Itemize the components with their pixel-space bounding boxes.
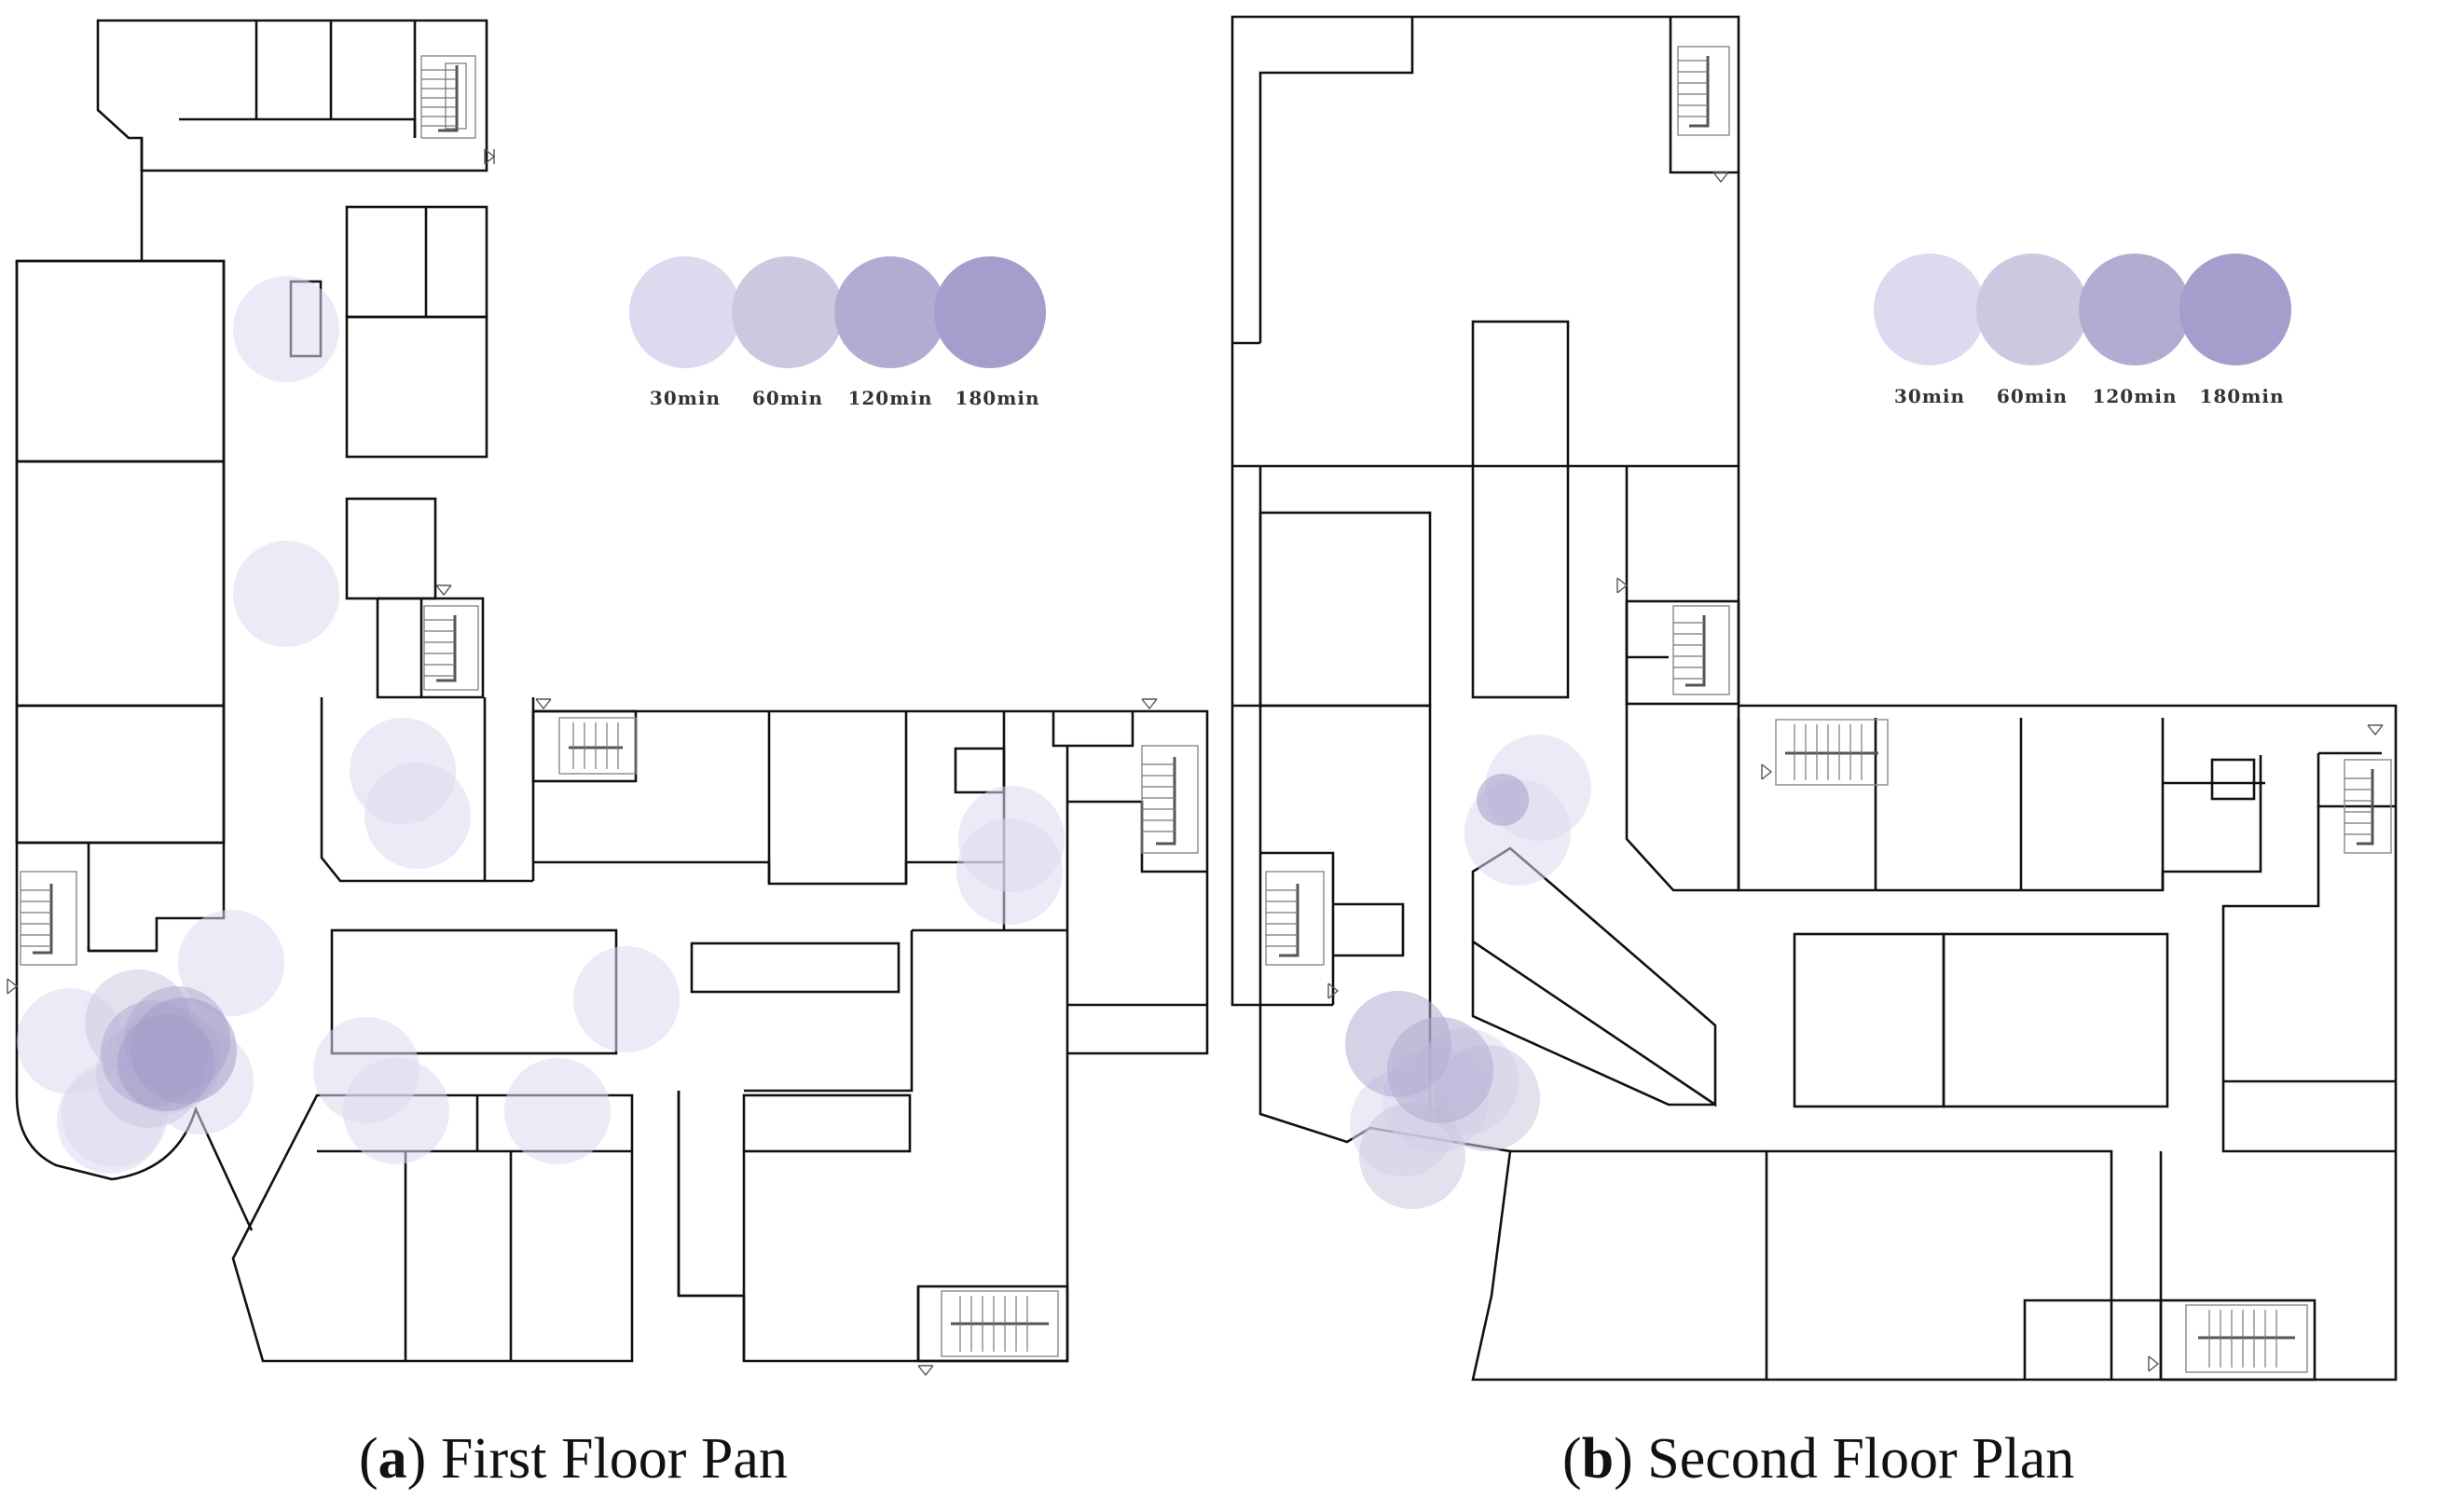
legend-swatch-60min bbox=[1976, 254, 2088, 365]
dwell-point bbox=[117, 1014, 214, 1111]
door-icon bbox=[484, 148, 496, 165]
stair-icon bbox=[2185, 1304, 2308, 1373]
door-icon bbox=[1616, 577, 1629, 594]
legend-label-30min: 30min bbox=[650, 387, 721, 409]
dwell-point bbox=[1477, 774, 1529, 826]
door-icon bbox=[2148, 1355, 2160, 1372]
legend-label-120min: 120min bbox=[847, 387, 932, 409]
caption-b-text: Second Floor Plan bbox=[1632, 1427, 2075, 1491]
legend-swatch-180min bbox=[934, 256, 1046, 368]
legend-swatch-120min bbox=[2079, 254, 2191, 365]
legend-swatch-60min bbox=[732, 256, 844, 368]
stair-icon bbox=[1677, 46, 1730, 136]
dwell-point bbox=[343, 1058, 449, 1164]
legend-label-60min: 60min bbox=[752, 387, 823, 409]
stair-icon bbox=[1141, 745, 1199, 854]
stair-icon bbox=[941, 1290, 1059, 1357]
dwell-time-legend-first-floor: 30min 60min 120min 180min bbox=[629, 256, 1046, 409]
legend-label-180min: 180min bbox=[955, 387, 1039, 409]
dwell-point bbox=[573, 946, 680, 1052]
dwell-point bbox=[1359, 1103, 1465, 1209]
first-floor-dwell-points bbox=[17, 276, 1065, 1174]
stair-icon bbox=[420, 55, 476, 139]
legend-label-60min: 60min bbox=[1997, 385, 2068, 407]
stair-icon bbox=[558, 717, 637, 775]
stair-icon bbox=[1775, 719, 1889, 786]
legend-swatch-30min bbox=[629, 256, 741, 368]
dwell-point bbox=[364, 763, 471, 869]
stair-icon bbox=[2344, 759, 2392, 854]
door-icon bbox=[7, 978, 19, 995]
legend-label-30min: 30min bbox=[1894, 385, 1965, 407]
dwell-time-legend-second-floor: 30min 60min 120min 180min bbox=[1874, 254, 2291, 407]
door-icon bbox=[535, 698, 552, 710]
stair-icon bbox=[423, 605, 479, 691]
legend-swatch-180min bbox=[2179, 254, 2291, 365]
door-icon bbox=[2367, 724, 2384, 736]
legend-swatch-30min bbox=[1874, 254, 1986, 365]
caption-b-letter: b bbox=[1581, 1427, 1615, 1491]
stair-icon bbox=[1672, 605, 1730, 695]
stair-icon bbox=[1265, 871, 1325, 966]
door-icon bbox=[1761, 763, 1773, 780]
dwell-point bbox=[233, 541, 339, 647]
door-icon bbox=[917, 1365, 934, 1377]
dwell-point bbox=[233, 276, 339, 382]
caption-a-letter: a bbox=[378, 1427, 407, 1491]
dwell-point bbox=[1387, 1017, 1493, 1123]
legend-label-180min: 180min bbox=[2199, 385, 2284, 407]
dwell-point bbox=[504, 1058, 611, 1164]
dwell-point bbox=[956, 818, 1063, 925]
dwell-point bbox=[178, 910, 284, 1016]
legend-swatch-120min bbox=[834, 256, 946, 368]
second-floor-dwell-points bbox=[1345, 735, 1591, 1209]
first-floor-plan bbox=[7, 19, 1209, 1377]
door-icon bbox=[1712, 172, 1729, 184]
caption-first-floor: (a) First Floor Pan bbox=[359, 1427, 788, 1491]
caption-second-floor: (b) Second Floor Plan bbox=[1562, 1427, 2075, 1491]
door-icon bbox=[435, 584, 452, 597]
door-icon bbox=[1141, 698, 1158, 710]
stair-icon bbox=[20, 871, 77, 966]
legend-label-120min: 120min bbox=[2092, 385, 2177, 407]
caption-a-text: First Floor Pan bbox=[426, 1427, 788, 1491]
door-icon bbox=[1327, 983, 1340, 999]
